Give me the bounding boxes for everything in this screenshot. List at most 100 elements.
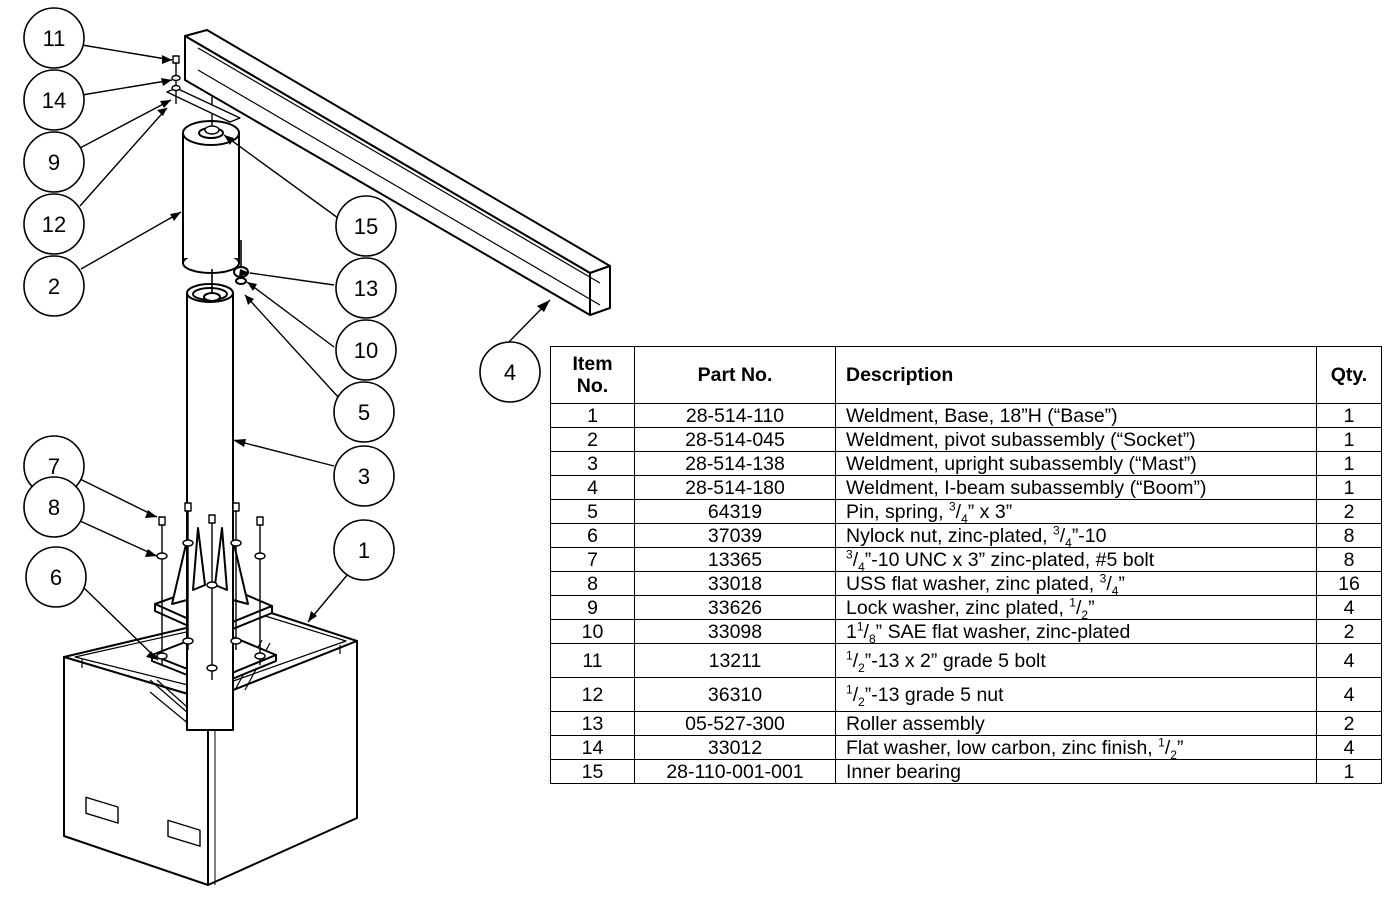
description-segment: Pin, spring, [846, 500, 949, 523]
cell-item-no: 5 [550, 499, 635, 524]
description-segment: Weldment, pivot subassembly (“Socket”) [846, 428, 1196, 451]
svg-text:2: 2 [48, 274, 60, 299]
cell-qty: 2 [1316, 619, 1382, 644]
svg-text:13: 13 [354, 276, 378, 301]
cell-part-no: 28-110-001-001 [634, 759, 836, 784]
description-segment: 8 [868, 631, 876, 646]
cell-item-no: 7 [550, 547, 635, 572]
description-segment: 4 [1065, 535, 1072, 550]
cell-qty: 2 [1316, 499, 1382, 524]
cell-item-no: 3 [550, 451, 635, 476]
cell-description: Roller assembly [835, 711, 1317, 736]
balloon-2: 2 [23, 255, 85, 317]
description-segment: Inner bearing [846, 760, 961, 783]
cell-item-no: 14 [550, 735, 635, 760]
cell-part-no: 28-514-110 [634, 403, 836, 428]
cell-description: Weldment, Base, 18”H (“Base”) [835, 403, 1317, 428]
balloon-15: 15 [335, 195, 397, 257]
cell-qty: 4 [1316, 677, 1382, 712]
description-segment: Flat washer, low carbon, zinc finish, [846, 736, 1159, 759]
description-segment: / [852, 649, 859, 672]
cell-description: Lock washer, zinc plated, 1/2” [835, 595, 1317, 622]
description-segment: ” [1088, 596, 1095, 619]
description-segment: / [1075, 596, 1082, 619]
description-segment: 2 [858, 660, 865, 675]
boom-ibeam [166, 29, 611, 316]
leader-lines [79, 44, 551, 661]
description-segment: 1 [846, 648, 853, 662]
description-segment: ” SAE flat washer, zinc-plated [875, 620, 1131, 643]
description-segment: 1 [856, 619, 864, 633]
description-segment: 3 [948, 499, 956, 513]
cell-part-no: 33018 [634, 571, 836, 596]
description-segment: 1 [1069, 595, 1076, 609]
description-segment: USS flat washer, zinc plated, [846, 572, 1100, 595]
description-segment: 3 [846, 547, 853, 561]
cell-part-no: 13365 [634, 547, 836, 572]
cell-qty: 16 [1316, 571, 1382, 596]
description-segment: Nylock nut, zinc-plated, [846, 524, 1054, 547]
cell-part-no: 33626 [634, 595, 836, 620]
header-part-no: Part No. [634, 346, 836, 404]
balloon-4: 4 [479, 341, 541, 403]
description-segment: 4 [858, 559, 865, 574]
svg-text:5: 5 [358, 400, 370, 425]
cell-item-no: 15 [550, 759, 635, 784]
balloon-14: 14 [23, 69, 85, 131]
description-segment: ”-13 grade 5 nut [864, 683, 1004, 706]
cell-item-no: 1 [550, 403, 635, 428]
cell-qty: 1 [1316, 427, 1382, 452]
cell-item-no: 11 [550, 643, 635, 678]
svg-text:14: 14 [42, 88, 66, 113]
mast-tube [171, 283, 249, 731]
cell-qty: 4 [1316, 595, 1382, 620]
balloon-12: 12 [23, 193, 85, 255]
svg-text:10: 10 [354, 338, 378, 363]
description-segment: 3 [1099, 571, 1107, 585]
cell-part-no: 28-514-045 [634, 427, 836, 452]
description-segment: / [852, 683, 859, 706]
balloon-9: 9 [23, 131, 85, 193]
description-segment: 3 [1053, 523, 1060, 537]
cell-description: Nylock nut, zinc-plated, 3/4”-10 [835, 523, 1317, 550]
balloon-3: 3 [333, 445, 395, 507]
cell-part-no: 37039 [634, 523, 836, 548]
svg-text:4: 4 [504, 360, 516, 385]
cell-description: Weldment, pivot subassembly (“Socket”) [835, 427, 1317, 452]
socket-tube [182, 80, 249, 302]
description-segment: Weldment, I-beam subassembly (“Boom”) [846, 476, 1207, 499]
top-hardware [171, 55, 220, 135]
description-segment: / [863, 620, 869, 643]
balloon-8: 8 [23, 476, 85, 538]
cell-qty: 4 [1316, 643, 1382, 678]
description-segment: Weldment, Base, 18”H (“Base”) [846, 404, 1118, 427]
cell-qty: 1 [1316, 475, 1382, 500]
description-segment: 2 [1081, 607, 1089, 622]
description-segment: Weldment, upright subassembly (“Mast”) [846, 452, 1197, 475]
cell-item-no: 4 [550, 475, 635, 500]
description-segment: 1 [1158, 735, 1165, 749]
svg-text:7: 7 [48, 454, 60, 479]
cell-description: 1/2”-13 grade 5 nut [835, 677, 1317, 712]
description-segment: / [1059, 524, 1066, 547]
balloon-5: 5 [333, 381, 395, 443]
svg-text:15: 15 [354, 214, 378, 239]
cell-part-no: 28-514-180 [634, 475, 836, 500]
cell-description: Inner bearing [835, 759, 1317, 784]
base-bolts [156, 502, 266, 680]
header-qty: Qty. [1316, 346, 1382, 404]
svg-text:3: 3 [358, 464, 370, 489]
description-segment: 4 [1111, 583, 1119, 598]
description-segment: ”-13 x 2” grade 5 bolt [864, 649, 1046, 672]
cell-description: USS flat washer, zinc plated, 3/4” [835, 571, 1317, 598]
cell-qty: 1 [1316, 403, 1382, 428]
